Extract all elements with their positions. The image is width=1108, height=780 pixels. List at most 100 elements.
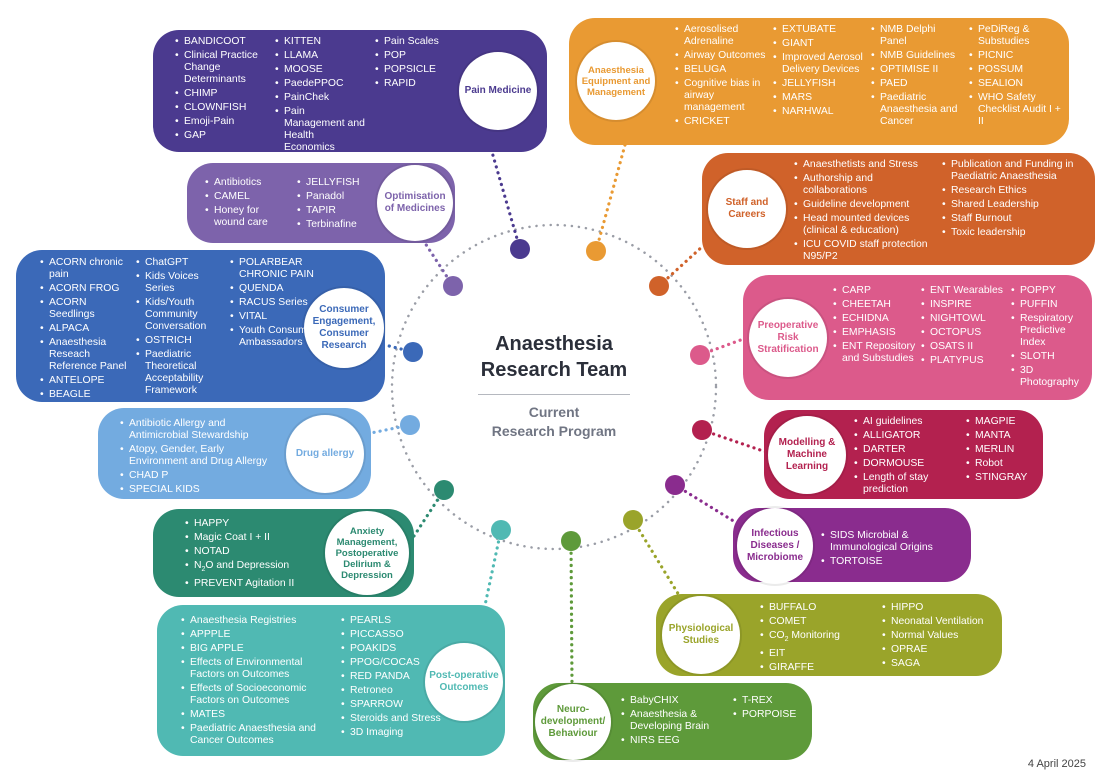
- consumer-ring-node: [403, 342, 423, 362]
- anxiety-ring-node: [434, 480, 454, 500]
- neuro-list-2: T-REXPORPOISE: [733, 695, 807, 723]
- list-item: Neonatal Ventilation: [882, 616, 998, 628]
- list-item: Improved Aerosol Delivery Devices: [773, 52, 865, 76]
- list-item: POPPY: [1011, 285, 1089, 297]
- date-label: 4 April 2025: [1027, 758, 1086, 770]
- list-item: POAKIDS: [341, 643, 445, 655]
- list-item: Anaesthesia Reseach Reference Panel: [40, 337, 132, 373]
- list-item: PAED: [871, 78, 963, 90]
- center-title-line1: Anaesthesia: [495, 333, 613, 355]
- postop-list-1: Anaesthesia RegistriesAPPPLEBIG APPLEEff…: [181, 615, 321, 749]
- anxiety-label: Anxiety Management, Postoperative Deliri…: [325, 511, 409, 595]
- list-item: ANTELOPE: [40, 375, 132, 387]
- list-item: KITTEN: [275, 36, 367, 48]
- list-item: WHO Safety Checklist Audit I + II: [969, 92, 1063, 128]
- list-item: Length of stay prediction: [854, 472, 956, 496]
- list-item: QUENDA: [230, 283, 322, 295]
- model-list-2: MAGPIEMANTAMERLINRobotSTINGRAY: [966, 416, 1038, 486]
- dotted-connectors: [369, 143, 768, 685]
- center-title-line2: Research Team: [480, 359, 628, 381]
- postoperative-outcomes-panel: Anaesthesia RegistriesAPPPLEBIG APPLEEff…: [157, 605, 505, 756]
- drug-allergy-list: Antibiotic Allergy and Antimicrobial Ste…: [120, 418, 284, 498]
- list-item: Staff Burnout: [942, 213, 1092, 225]
- consumer-label: Consumer Engagement, Consumer Research: [304, 288, 384, 368]
- list-item: JELLYFISH: [773, 78, 865, 90]
- list-item: Anaesthesia & Developing Brain: [621, 709, 725, 733]
- list-item: CHEETAH: [833, 299, 917, 311]
- equip-label: Anaesthesia Equipment and Management: [577, 42, 655, 120]
- phys-list-1: BUFFALO COMET CO2 Monitoring EIT GIRAFFE: [760, 602, 872, 676]
- model-list-1: AI guidelinesALLIGATORDARTERDORMOUSELeng…: [854, 416, 956, 498]
- center-subtitle-line2: Research Program: [491, 423, 617, 439]
- list-item: JELLYFISH: [297, 177, 383, 189]
- postop-connector: [482, 528, 503, 612]
- anxiety-item: HAPPY: [185, 518, 335, 530]
- physiological-studies-panel: Physiological Studies BUFFALO COMET CO2 …: [656, 594, 1002, 676]
- optim-connector: [423, 241, 455, 288]
- phys-connector: [631, 518, 687, 607]
- staff-label: Staff and Careers: [708, 170, 786, 248]
- list-item: PORPOISE: [733, 709, 807, 721]
- center-subtitle-line1: Current: [528, 404, 580, 420]
- list-item: DORMOUSE: [854, 458, 956, 470]
- list-item: Guideline development: [794, 199, 934, 211]
- list-item: Anaesthetists and Stress: [794, 159, 934, 171]
- infect-connector: [673, 483, 742, 527]
- anxiety-item: NOTAD: [185, 546, 335, 558]
- list-item: TORTOISE: [821, 556, 965, 568]
- preop-label: Preoperative Risk Stratification: [749, 299, 827, 377]
- postop-label: Post-operative Outcomes: [425, 643, 503, 721]
- list-item: MOOSE: [275, 64, 367, 76]
- preop-connector: [698, 336, 748, 357]
- phys-item: EIT: [760, 648, 872, 660]
- list-item: POPSICLE: [375, 64, 467, 76]
- list-item: Head mounted devices (clinical & educati…: [794, 213, 934, 237]
- list-item: ALLIGATOR: [854, 430, 956, 442]
- list-item: Publication and Funding in Paediatric An…: [942, 159, 1092, 183]
- list-item: ChatGPT: [136, 257, 228, 269]
- list-item: DARTER: [854, 444, 956, 456]
- list-item: Effects of Socioeconomic Factors on Outc…: [181, 683, 321, 707]
- list-item: ACORN Seedlings: [40, 297, 132, 321]
- center-subtitle: Current Research Program: [440, 403, 668, 441]
- list-item: Antibiotic Allergy and Antimicrobial Ste…: [120, 418, 284, 442]
- model-label: Modelling & Machine Learning: [768, 416, 846, 494]
- equip-list-4: PeDiReg & SubstudiesPICNICPOSSUMSEALIONW…: [969, 24, 1063, 130]
- list-item: Kids/Youth Community Conversation: [136, 297, 228, 333]
- list-item: PICCASSO: [341, 629, 445, 641]
- pain-medicine-list-3: Pain ScalesPOPPOPSICLERAPID: [375, 36, 467, 92]
- consumer-list-1: ACORN chronic painACORN FROG ACORN Seedli…: [40, 257, 132, 403]
- list-item: BELUGA: [675, 64, 767, 76]
- list-item: POP: [375, 50, 467, 62]
- pain-medicine-list-1: BANDICOOTClinical Practice Change Determ…: [175, 36, 267, 144]
- list-item: GIANT: [773, 38, 865, 50]
- list-item: ACORN FROG: [40, 283, 132, 295]
- list-item: POSSUM: [969, 64, 1063, 76]
- staff-ring-node: [649, 276, 669, 296]
- list-item: Paediatric Theoretical Acceptability Fra…: [136, 349, 228, 397]
- list-item: PPOG/COCAS: [341, 657, 445, 669]
- list-item: Respiratory Predictive Index: [1011, 313, 1089, 349]
- list-item: PICNIC: [969, 50, 1063, 62]
- list-item: POLARBEAR CHRONIC PAIN: [230, 257, 322, 281]
- list-item: STINGRAY: [966, 472, 1038, 484]
- list-item: Youth Consumer Ambassadors: [230, 325, 322, 349]
- list-item: Paediatric Anaesthesia and Cancer: [871, 92, 963, 128]
- list-item: OPRAE: [882, 644, 998, 656]
- preoperative-risk-panel: Preoperative Risk Stratification CARPCHE…: [743, 275, 1092, 400]
- staff-list-2: Publication and Funding in Paediatric An…: [942, 159, 1092, 241]
- list-item: Retroneo: [341, 685, 445, 697]
- list-item: EMPHASIS: [833, 327, 917, 339]
- list-item: ACORN chronic pain: [40, 257, 132, 281]
- list-item: Normal Values: [882, 630, 998, 642]
- infect-label: Infectious Diseases / Microbiome: [737, 508, 813, 584]
- list-item: Effects of Environmental Factors on Outc…: [181, 657, 321, 681]
- optimisation-list-1: AntibioticsCAMELHoney for wound care: [205, 177, 291, 231]
- staff-careers-panel: Staff and Careers Anaesthetists and Stre…: [702, 153, 1095, 265]
- list-item: SIDS Microbial & Immunological Origins: [821, 530, 965, 554]
- list-item: CHIMP: [175, 88, 267, 100]
- phys-label: Physiological Studies: [662, 596, 740, 674]
- list-item: PEARLS: [341, 615, 445, 627]
- modelling-ml-panel: Modelling & Machine Learning AI guidelin…: [764, 410, 1043, 499]
